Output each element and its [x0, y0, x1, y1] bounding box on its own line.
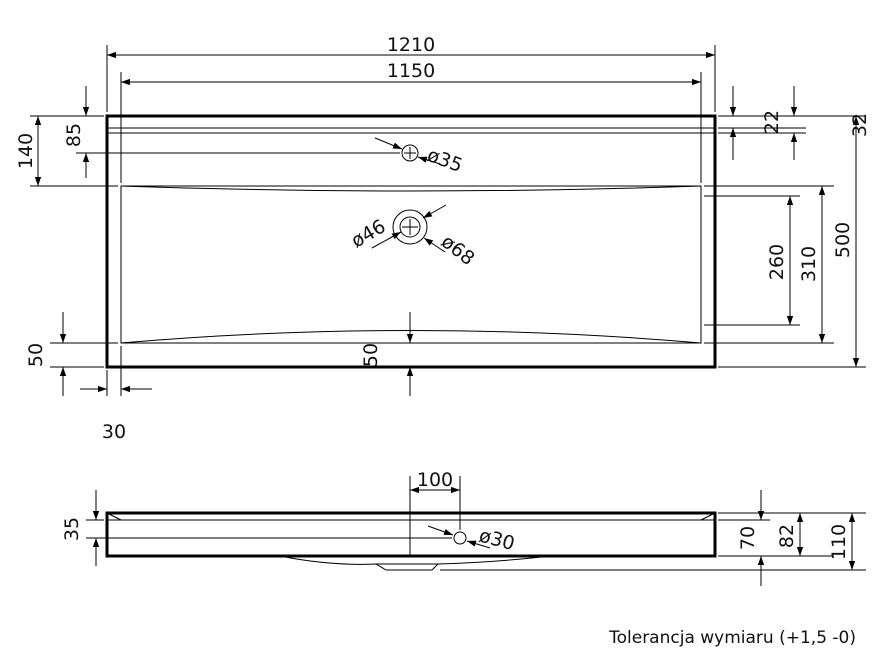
side-margin-label: 30 [102, 421, 126, 443]
drain-leader-3 [423, 237, 446, 253]
basin-outline [105, 114, 717, 369]
tolerance-note: Tolerancja wymiaru (+1,5 -0) [608, 628, 856, 648]
rim-band-label: 22 [761, 110, 783, 134]
tap-hole-offset-label: 85 [63, 123, 85, 147]
overflow-diameter-label: ø30 [477, 525, 517, 556]
tap-hole [401, 144, 419, 162]
front-slab-notch [700, 512, 716, 521]
slab-height-label: 70 [737, 526, 759, 550]
total-depth-label: 500 [832, 222, 854, 258]
tap-hole-leader-out [417, 156, 441, 165]
tap-hole-diameter-label: ø35 [424, 144, 465, 177]
overflow-hole [453, 531, 467, 545]
front-slab-notch-left [106, 512, 122, 521]
overflow-height-label: 35 [61, 517, 83, 541]
front-slab-outline [105, 511, 717, 558]
total-height-label: 110 [828, 524, 850, 560]
rim-depth-label: 32 [849, 113, 871, 137]
drain-leader-2 [371, 231, 402, 249]
drain-leader-1 [422, 204, 447, 219]
drain-inner-diameter-label: ø46 [348, 215, 390, 252]
drain-outer [392, 209, 428, 245]
body-height-label: 82 [776, 524, 798, 548]
bowl-slope-top [120, 185, 702, 192]
overflow-leader-out [466, 540, 491, 549]
overall-width-label: 1210 [387, 34, 435, 56]
bowl-slope-bottom [120, 330, 702, 344]
drain-inner [399, 216, 421, 238]
bowl-start-label: 140 [15, 133, 37, 169]
overflow-leader-in [427, 525, 454, 536]
front-rim-label: 50 [25, 343, 47, 367]
tap-hole-leader [374, 137, 403, 150]
drain-axis-front-label: 50 [360, 343, 382, 367]
drain-offset-label: 100 [417, 469, 453, 491]
bowl-underside [279, 555, 551, 571]
top-view: ø35 ø46 ø68 1210 1150 140 85 50 [15, 34, 871, 443]
front-view: ø30 100 35 70 82 110 [61, 469, 866, 586]
front-to-bowl-label: 310 [798, 246, 820, 282]
drain-outer-diameter-label: ø68 [437, 231, 479, 270]
basin-width-label: 1150 [387, 60, 435, 82]
bowl-outline [120, 185, 702, 344]
bowl-depth-label: 260 [766, 244, 788, 280]
